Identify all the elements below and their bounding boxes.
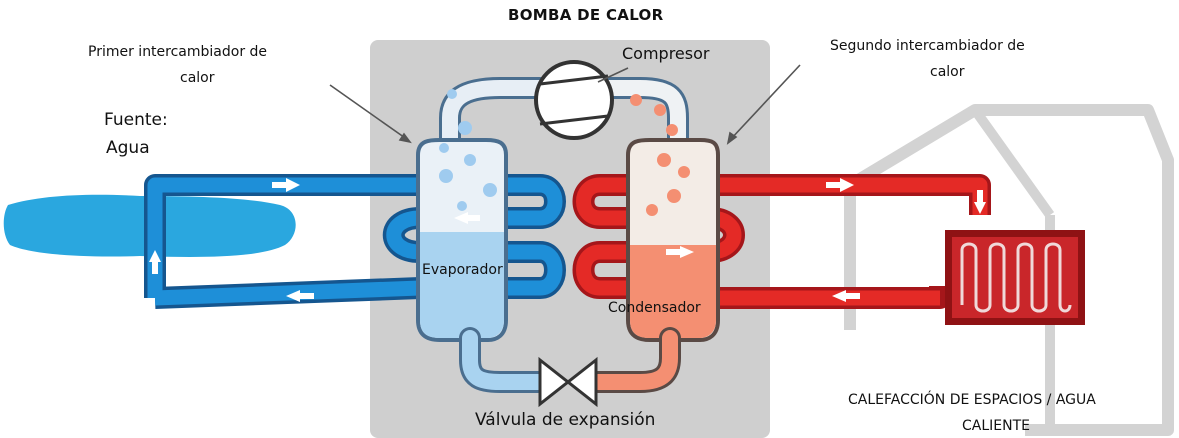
arrow-right-icon bbox=[840, 178, 854, 192]
fuente-agua-label: Agua bbox=[106, 138, 150, 158]
flow-arrows bbox=[149, 178, 986, 302]
compresor-label: Compresor bbox=[622, 44, 710, 63]
arrow-up-icon bbox=[149, 250, 161, 262]
house-roof-line bbox=[970, 107, 1055, 218]
segundo-intercambiador-label-2: calor bbox=[930, 64, 965, 80]
expansion-valve-icon bbox=[538, 356, 598, 408]
arrow-right-icon bbox=[680, 246, 694, 258]
condensador-label: Condensador bbox=[608, 300, 701, 316]
cold-refrigerant-bubbles bbox=[439, 89, 497, 211]
arrow-left-icon bbox=[286, 290, 300, 302]
calefaccion-label: CALEFACCIÓN DE ESPACIOS / AGUA bbox=[848, 392, 1096, 408]
primer-intercambiador-label-2: calor bbox=[180, 70, 215, 86]
refrigerant-tube-top-left-inner bbox=[442, 80, 548, 158]
arrow-left-icon bbox=[454, 212, 468, 224]
valvula-label: Válvula de expansión bbox=[475, 410, 656, 430]
arrow-left-icon bbox=[832, 290, 846, 302]
arrow-right-icon bbox=[286, 178, 300, 192]
pointer-lines bbox=[329, 64, 801, 145]
segundo-intercambiador-label: Segundo intercambiador de bbox=[830, 38, 1025, 54]
condenser-liquid bbox=[630, 245, 716, 338]
fuente-label: Fuente: bbox=[104, 110, 168, 130]
arrow-down-icon bbox=[974, 202, 986, 214]
calefaccion-label-2: CALIENTE bbox=[962, 418, 1030, 434]
refrigerant-tube-top-right-inner bbox=[600, 80, 686, 158]
radiator-panel bbox=[952, 237, 1078, 318]
evaporador-label: Evaporador bbox=[422, 262, 503, 278]
page-title: BOMBA DE CALOR bbox=[508, 6, 664, 24]
cold-water-loop-inner bbox=[147, 177, 563, 306]
refrigerant-tube-bottom-right-inner bbox=[590, 330, 678, 390]
hot-refrigerant-bubbles bbox=[630, 94, 690, 216]
refrigerant-tube-bottom-left-inner bbox=[462, 330, 546, 390]
compressor-icon bbox=[534, 60, 614, 140]
primer-intercambiador-label: Primer intercambiador de bbox=[88, 44, 268, 60]
evaporator-liquid bbox=[420, 232, 504, 338]
radiator-coil bbox=[960, 242, 1072, 313]
